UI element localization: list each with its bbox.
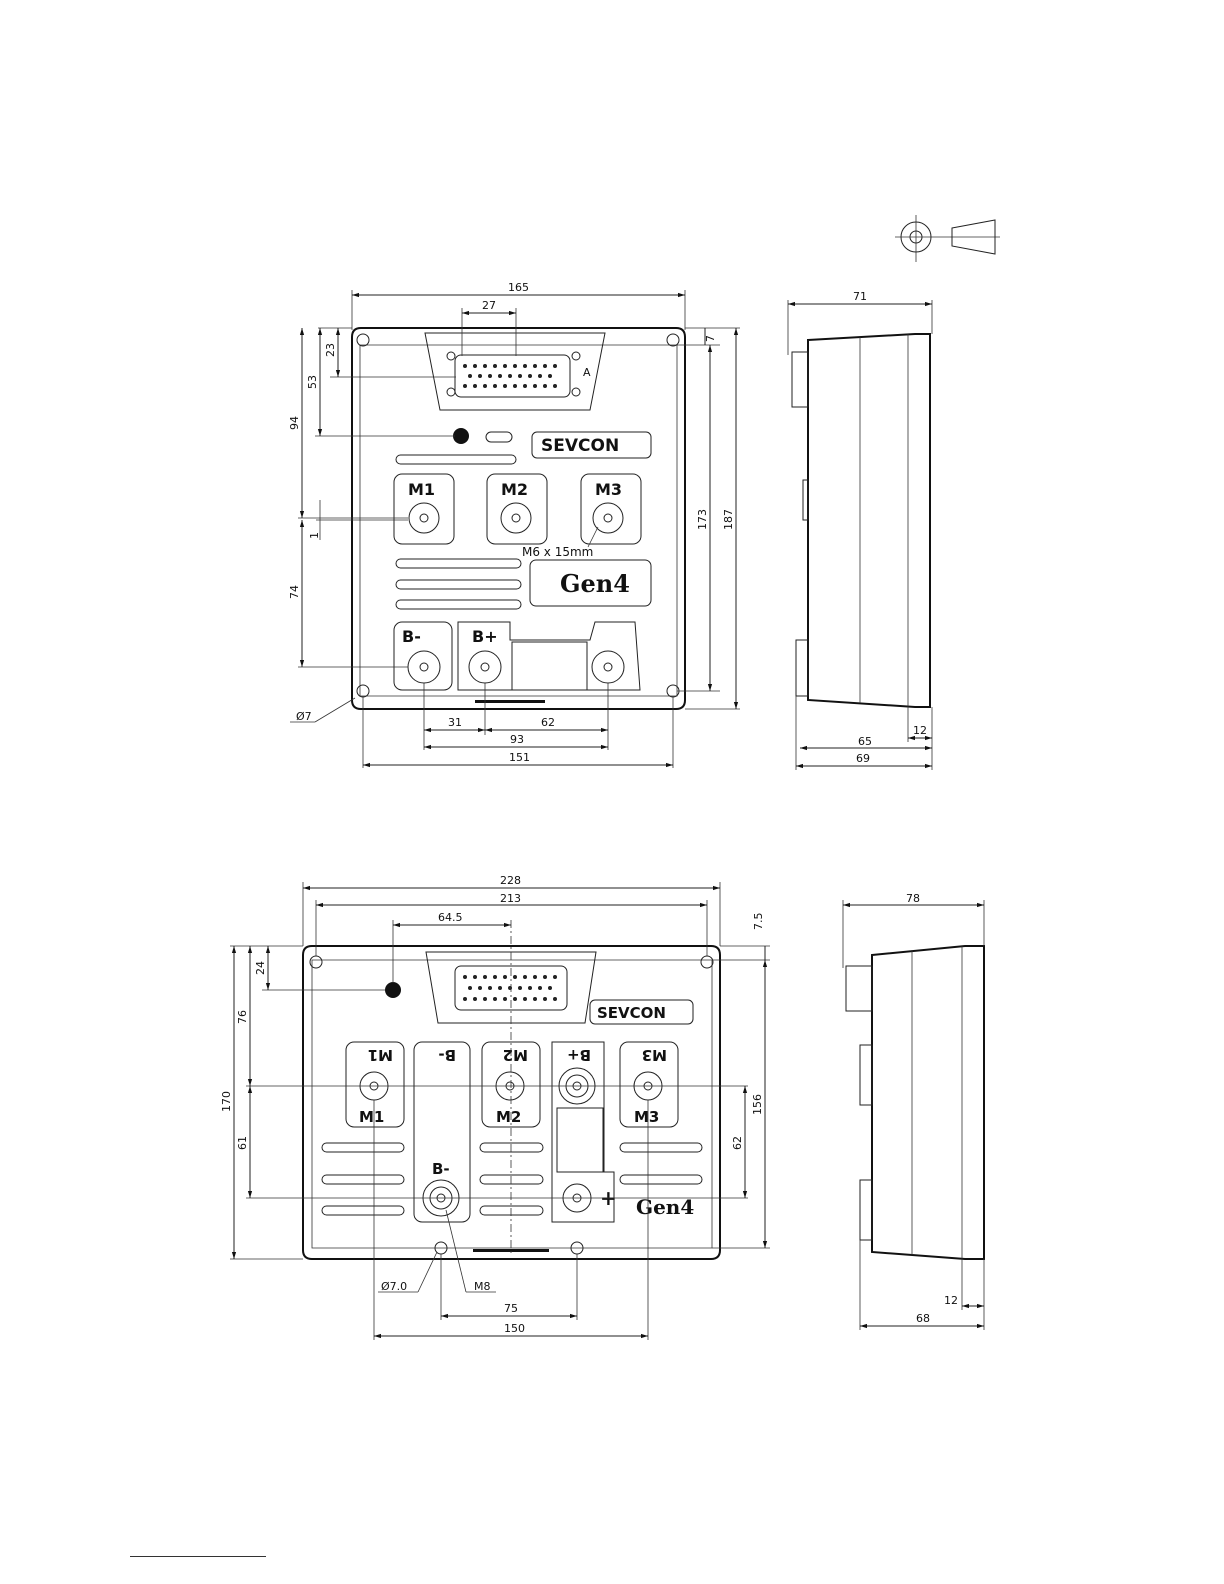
model-label: Gen4 [560, 569, 630, 598]
m3-top-label: M3 [642, 1046, 667, 1064]
dim-53: 53 [306, 375, 319, 389]
projection-symbol-icon [895, 215, 1000, 262]
pin-a-label: A [583, 366, 591, 379]
drawing-1-side-view: 71 12 65 69 [788, 290, 932, 770]
dim-62: 62 [541, 716, 555, 729]
bpos-label: B+ [472, 627, 498, 646]
dim-213: 213 [500, 892, 521, 905]
dim-228: 228 [500, 874, 521, 887]
drawing-2-side-view: 78 12 68 [843, 892, 984, 1330]
dim-61: 61 [236, 1136, 249, 1150]
dim-27: 27 [482, 299, 496, 312]
dim-m8: M8 [474, 1280, 491, 1293]
dim-12: 12 [913, 724, 927, 737]
led-indicator-2 [385, 982, 401, 998]
m2-top-label: M2 [503, 1046, 528, 1064]
dim-64-5: 64.5 [438, 911, 463, 924]
dim-12-2: 12 [944, 1294, 958, 1307]
led-indicator [453, 428, 469, 444]
dim-173: 173 [696, 509, 709, 530]
dim-78: 78 [906, 892, 920, 905]
dim-75: 75 [504, 1302, 518, 1315]
dim-165: 165 [508, 281, 529, 294]
dim-7-5: 7.5 [752, 913, 765, 931]
dim-76: 76 [236, 1010, 249, 1024]
dim-156: 156 [751, 1094, 764, 1115]
m1-label-2: M1 [359, 1108, 384, 1126]
drawing-1-front-view: A SEVCON M1 M2 M3 Gen4 B- B+ [352, 328, 685, 709]
bneg-label-2: B- [432, 1160, 450, 1178]
dim-62-2: 62 [731, 1136, 744, 1150]
dim-74: 74 [288, 585, 301, 599]
m1-top-label: M1 [368, 1046, 393, 1064]
bneg-top-label: B- [438, 1046, 456, 1064]
dim-187: 187 [722, 509, 735, 530]
bneg-label: B- [402, 627, 421, 646]
dim-65: 65 [858, 735, 872, 748]
dim-170: 170 [220, 1091, 233, 1112]
m2-label: M2 [501, 480, 528, 499]
dim-hole-7-0: Ø7.0 [381, 1280, 407, 1293]
brand-label-2: SEVCON [597, 1004, 666, 1022]
dim-hole-7: Ø7 [296, 710, 312, 723]
dim-151: 151 [509, 751, 530, 764]
dim-1: 1 [308, 532, 321, 539]
footnote-rule [130, 1556, 266, 1557]
dim-71: 71 [853, 290, 867, 303]
m1-label: M1 [408, 480, 435, 499]
m2-label-2: M2 [496, 1108, 521, 1126]
dim-23: 23 [324, 343, 337, 357]
dim-31: 31 [448, 716, 462, 729]
dim-150: 150 [504, 1322, 525, 1335]
thread-note: M6 x 15mm [522, 545, 593, 559]
bpos-top-label: B+ [567, 1046, 591, 1064]
dim-7: 7 [704, 335, 717, 342]
dim-93: 93 [510, 733, 524, 746]
drawing-2-front-view: SEVCON M1 M1 B- B- M2 M2 B+ + M3 M3 [303, 946, 720, 1259]
dim-24: 24 [254, 961, 267, 975]
dim-68: 68 [916, 1312, 930, 1325]
dim-69: 69 [856, 752, 870, 765]
brand-label: SEVCON [541, 436, 619, 456]
model-label-2: Gen4 [636, 1195, 694, 1219]
dim-94: 94 [288, 416, 301, 430]
m3-label: M3 [595, 480, 622, 499]
m3-label-2: M3 [634, 1108, 659, 1126]
